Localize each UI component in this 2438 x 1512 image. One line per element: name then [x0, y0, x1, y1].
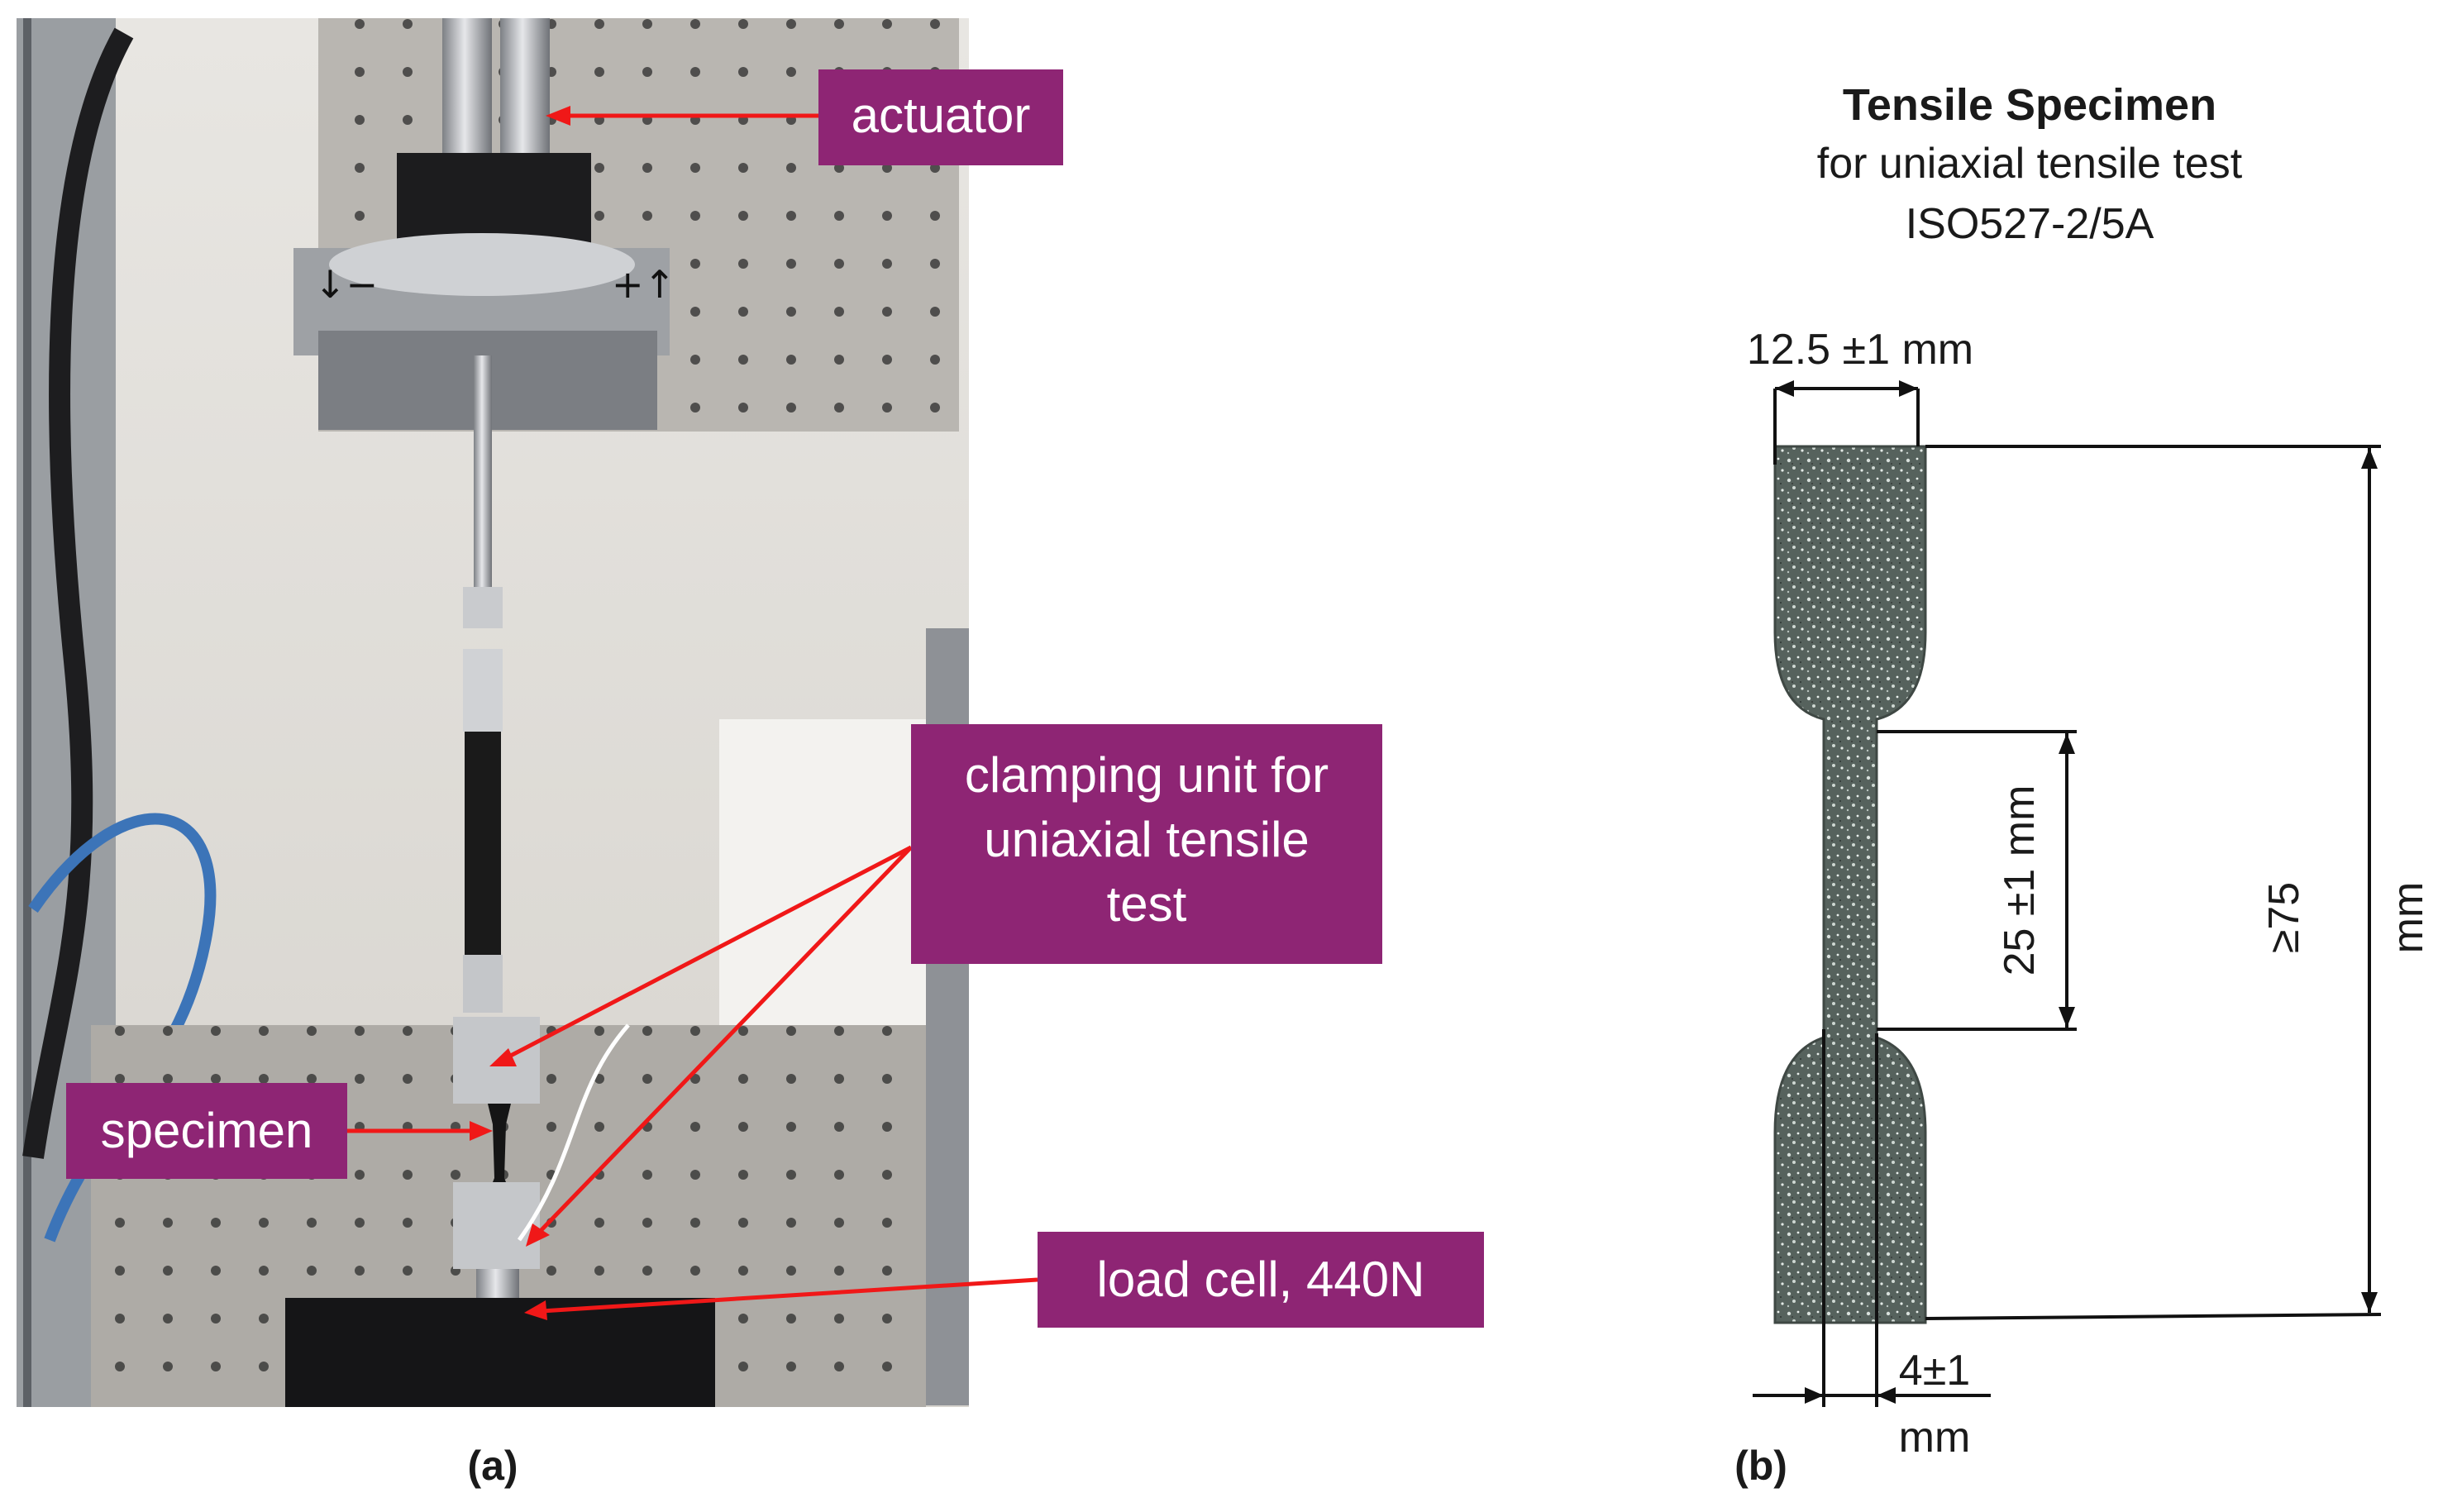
callout-actuator: actuator	[818, 69, 1063, 165]
sheet-of-paper	[719, 719, 926, 1058]
dim-width-top-label: 12.5 ±1 mm	[1747, 326, 1973, 374]
callout-clamping-unit: clamping unit for uniaxial tensile test	[911, 724, 1382, 964]
callout-arrows	[347, 106, 1038, 1320]
svg-text:+↑: +↑	[612, 262, 675, 307]
cable	[22, 27, 134, 1159]
coupling-1	[463, 587, 503, 628]
arrow-load-cell	[541, 1277, 1038, 1314]
black-extension-rod	[465, 732, 501, 955]
specimen-shape	[1773, 445, 1927, 1324]
callout-clamping-text-1: clamping unit for	[965, 747, 1329, 803]
dimension-lines	[1753, 387, 2382, 1407]
callout-clamping-text-3: test	[1107, 876, 1187, 932]
coupling-2	[463, 649, 503, 732]
callout-clamping-text-2: uniaxial tensile	[984, 812, 1310, 867]
arrow-clamp-lower	[534, 846, 913, 1238]
callout-actuator-text: actuator	[852, 88, 1031, 143]
specimen-subtitle-1: for uniaxial tensile test	[1817, 140, 2243, 188]
dim-neck-unit: mm	[1899, 1414, 1971, 1462]
svg-text:↓−: ↓−	[314, 262, 378, 307]
caption-a: (a)	[467, 1443, 518, 1489]
dim-gauge-label: 25 ±1 mm	[1996, 785, 2044, 976]
dimension-arrowheads	[1775, 380, 2378, 1404]
specimen-subtitle-2: ISO527-2/5A	[1906, 200, 2154, 248]
white-wire	[517, 1023, 630, 1242]
actuator-block	[397, 153, 591, 244]
callout-specimen: specimen	[66, 1083, 347, 1179]
arrow-clamp-upper	[501, 845, 913, 1062]
base-block	[285, 1298, 715, 1407]
callout-specimen-text: specimen	[101, 1103, 313, 1158]
specimen-title: Tensile Specimen	[1843, 80, 2216, 130]
specimen-in-clamp	[488, 1104, 511, 1190]
callout-load-cell: load cell, 440N	[1038, 1232, 1484, 1328]
dim-overall-unit: mm	[2384, 882, 2432, 954]
piston-rod	[474, 355, 492, 587]
coupling-3	[463, 955, 503, 1013]
caption-b: (b)	[1734, 1443, 1787, 1489]
callout-load-cell-text: load cell, 440N	[1097, 1252, 1425, 1307]
panel-a-photo: ↓− +↑	[17, 18, 969, 1407]
panel-b-title: Tensile Specimen for uniaxial tensile te…	[1817, 80, 2243, 248]
dim-overall-value: ≥75	[2260, 882, 2308, 953]
lower-clamp	[453, 1182, 540, 1269]
dim-neck-value: 4±1	[1899, 1347, 1970, 1395]
